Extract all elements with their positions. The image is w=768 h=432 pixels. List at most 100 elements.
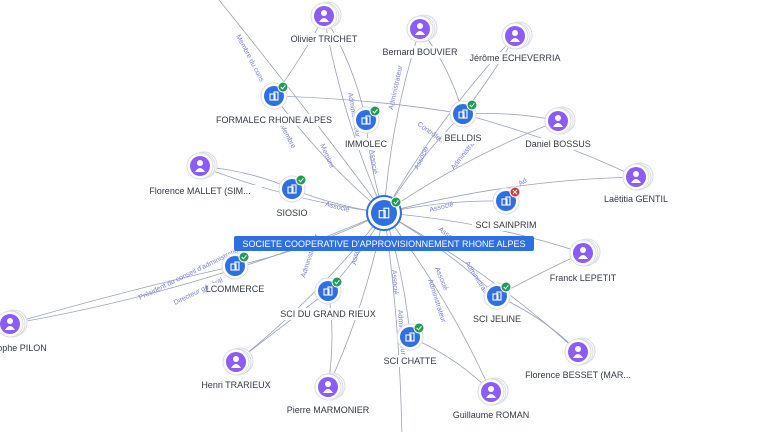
person-icon bbox=[310, 1, 342, 30]
edge-laetitia-gentil bbox=[383, 176, 637, 214]
person-icon bbox=[186, 151, 218, 180]
node-label: Franck LEPETIT bbox=[550, 273, 617, 283]
node-henri-trarieux[interactable]: Henri TRARIEUX bbox=[197, 347, 275, 391]
node-label: Florence MALLET (SIM... bbox=[149, 186, 250, 196]
person-icon bbox=[406, 14, 438, 43]
node-sci-jeline[interactable]: SCI JELINE bbox=[468, 281, 526, 326]
node-formalec[interactable]: FORMALEC RHONE ALPES bbox=[216, 81, 332, 127]
edge-christophe-pilon bbox=[9, 212, 385, 325]
node-immolec[interactable]: IMMOLEC bbox=[344, 105, 388, 151]
node-label: SCI DU GRAND RIEUX bbox=[280, 309, 376, 319]
edge-link-2 bbox=[419, 28, 464, 115]
edge-link-4 bbox=[462, 113, 559, 122]
node-label-bg bbox=[472, 219, 540, 231]
node-label-bg bbox=[468, 52, 562, 64]
person-icon bbox=[569, 238, 601, 267]
edge-link-12 bbox=[9, 265, 236, 325]
node-label: FORMALEC RHONE ALPES bbox=[216, 115, 332, 125]
person-icon bbox=[314, 372, 346, 401]
person-icon bbox=[564, 337, 596, 366]
node-jerome-echeverria[interactable]: Jérôme ECHEVERRIA bbox=[468, 21, 562, 64]
edge-label: Administrateur bbox=[388, 64, 404, 110]
node-label-bg bbox=[449, 409, 533, 421]
edge-label: Membre bbox=[318, 143, 335, 169]
node-label: SCI CHATTE bbox=[384, 356, 437, 366]
node-label: LCOMMERCE bbox=[206, 284, 265, 294]
node-daniel-bossus[interactable]: Daniel BOSSUS bbox=[521, 106, 595, 150]
node-label-bg bbox=[197, 379, 275, 391]
node-label: IMMOLEC bbox=[345, 139, 388, 149]
edge-label: Associé bbox=[429, 201, 455, 214]
node-belldis[interactable]: BELLDIS bbox=[441, 99, 485, 145]
person-icon bbox=[477, 377, 509, 406]
edge-formalec bbox=[273, 95, 385, 214]
node-label: Olivier TRICHET bbox=[291, 34, 358, 44]
edge-label: Associé bbox=[414, 146, 431, 171]
node-label: Bernard BOUVIER bbox=[382, 47, 458, 57]
edge-link-1 bbox=[323, 15, 367, 121]
node-sci-sainprim[interactable]: SCI SAINPRIM bbox=[472, 186, 540, 232]
graph-edges bbox=[9, 0, 637, 432]
edge-link-5 bbox=[273, 95, 464, 115]
node-franck-lepetit[interactable]: Franck LEPETIT bbox=[544, 238, 622, 284]
center-label: SOCIETE COOPERATIVE D'APPROVISIONNEMENT … bbox=[243, 239, 526, 249]
node-label: Pierre MARMONIER bbox=[287, 405, 370, 415]
node-label-bg bbox=[468, 313, 526, 325]
edge-pierre-marmonier bbox=[327, 212, 385, 388]
node-label: Florence BESSET (MAR... bbox=[525, 370, 631, 380]
node-label-bg bbox=[441, 132, 485, 144]
node-pierre-marmonier[interactable]: Pierre MARMONIER bbox=[284, 372, 372, 416]
node-label-bg bbox=[273, 207, 311, 219]
person-icon bbox=[0, 309, 28, 338]
building-icon bbox=[314, 276, 343, 305]
building-icon bbox=[483, 281, 512, 310]
node-label: Jérôme ECHEVERRIA bbox=[469, 53, 560, 63]
node-label: SCI JELINE bbox=[473, 314, 521, 324]
node-bernard-bouvier[interactable]: Bernard BOUVIER bbox=[378, 14, 462, 58]
building-icon bbox=[352, 105, 381, 134]
edge-henri-trarieux bbox=[235, 212, 385, 363]
edge-label: Membre du cons bbox=[234, 34, 265, 84]
person-icon bbox=[622, 162, 654, 191]
node-label: ophe PILON bbox=[0, 343, 47, 353]
edge-offscreen-0 bbox=[218, 0, 385, 214]
node-label-bg bbox=[284, 404, 372, 416]
node-florence-besset[interactable]: Florence BESSET (MAR... bbox=[516, 337, 640, 381]
building-icon bbox=[492, 186, 521, 215]
node-florence-mallet[interactable]: Florence MALLET (SIM... bbox=[138, 151, 262, 197]
node-lcommerce[interactable]: LCOMMERCE bbox=[206, 251, 265, 296]
node-label-bg bbox=[516, 369, 640, 381]
node-label-bg bbox=[138, 185, 262, 197]
node-label: SIOSIO bbox=[276, 208, 307, 218]
edge-daniel-bossus bbox=[383, 120, 559, 214]
edge-label: Membre bbox=[278, 124, 296, 150]
node-sci-chatte[interactable]: SCI CHATTE bbox=[381, 322, 439, 368]
node-siosio[interactable]: SIOSIO bbox=[273, 174, 311, 220]
edge-label: Ad bbox=[518, 177, 529, 187]
node-label-bg bbox=[344, 138, 388, 150]
person-icon bbox=[544, 106, 576, 135]
node-label: Daniel BOSSUS bbox=[525, 139, 591, 149]
node-label-bg bbox=[594, 193, 678, 205]
person-icon bbox=[501, 21, 533, 50]
node-christophe-pilon[interactable]: ophe PILON bbox=[0, 309, 51, 354]
node-olivier-trichet[interactable]: Olivier TRICHET bbox=[282, 1, 366, 45]
node-label: SCI SAINPRIM bbox=[475, 220, 536, 230]
node-label: Guillaume ROMAN bbox=[453, 410, 530, 420]
node-label: Laëtitia GENTIL bbox=[604, 194, 668, 204]
node-label-bg bbox=[544, 272, 622, 284]
edge-label: Associé bbox=[325, 201, 351, 214]
node-label-bg bbox=[521, 138, 595, 150]
edge-label: Associé bbox=[368, 149, 378, 174]
node-laetitia-gentil[interactable]: Laëtitia GENTIL bbox=[594, 162, 678, 205]
building-icon bbox=[449, 99, 478, 128]
node-sci-grand-rieux[interactable]: SCI DU GRAND RIEUX bbox=[279, 276, 377, 321]
center-node[interactable]: SOCIETE COOPERATIVE D'APPROVISIONNEMENT … bbox=[234, 195, 534, 251]
building-icon bbox=[260, 81, 289, 110]
node-label: Henri TRARIEUX bbox=[201, 380, 270, 390]
node-guillaume-roman[interactable]: Guillaume ROMAN bbox=[449, 377, 533, 421]
node-label-bg bbox=[279, 308, 377, 320]
building-icon bbox=[396, 322, 425, 351]
node-label-bg bbox=[378, 46, 462, 58]
